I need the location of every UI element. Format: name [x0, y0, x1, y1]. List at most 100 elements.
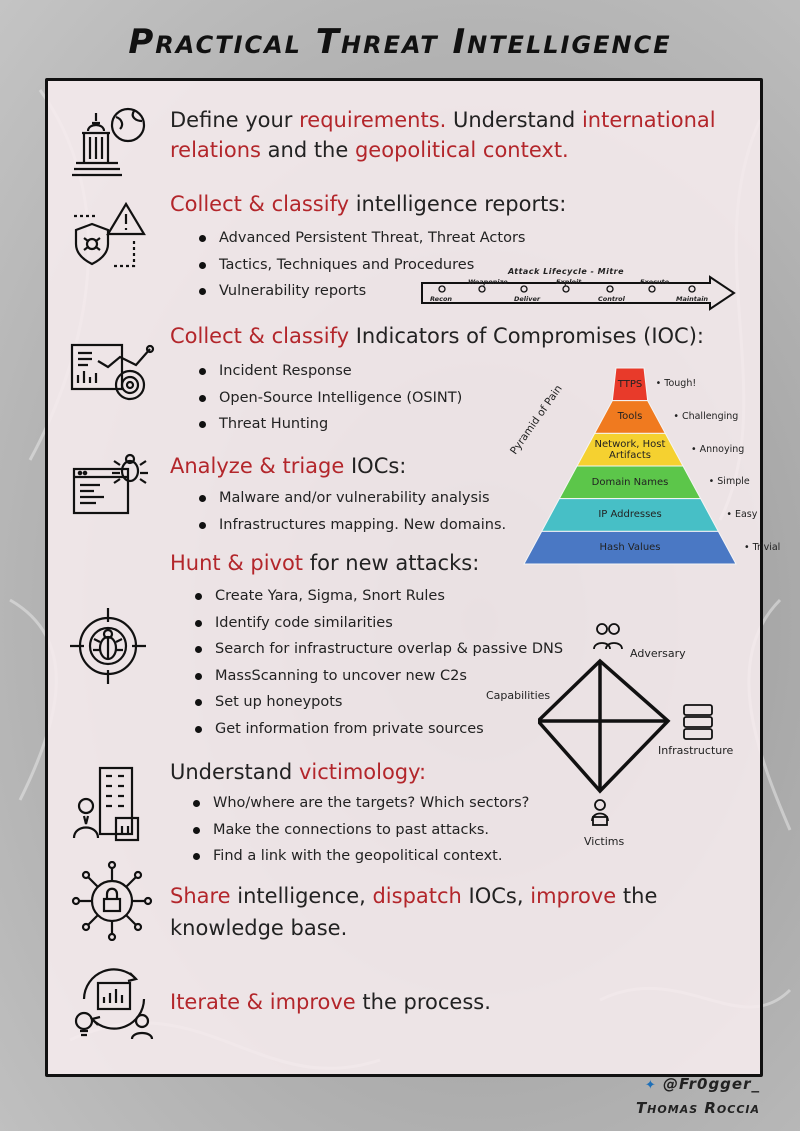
highlighted-text: Iterate & improve	[170, 990, 356, 1014]
stage-label: Weaponize	[468, 278, 508, 286]
diamond-axes	[538, 661, 668, 791]
stage-label: Recon	[430, 295, 453, 303]
bug-target-icon	[68, 606, 148, 686]
highlighted-text: victimology:	[298, 760, 427, 784]
list-item: Open-Source Intelligence (OSINT)	[193, 385, 462, 412]
victim-icon	[591, 799, 609, 826]
title-text: the process.	[355, 990, 491, 1014]
highlighted-text: Hunt & pivot	[170, 551, 304, 575]
analytics-dashboard-icon	[68, 339, 158, 409]
title-text: and the	[260, 138, 355, 162]
section-3-title: Collect & classify Indicators of Comprom…	[170, 321, 704, 351]
pain-level-label: • Challenging	[673, 411, 739, 422]
diamond-infrastructure-label: Infrastructure	[658, 744, 734, 757]
page-title: Practical Threat Intelligence	[128, 22, 672, 62]
highlighted-text: international	[581, 108, 716, 132]
shield-warning-icon	[70, 196, 150, 276]
pain-level-label: • Easy	[726, 509, 758, 520]
section-6-bullets: Who/where are the targets? Which sectors…	[187, 790, 529, 870]
title-text: Indicators of Compromises (IOC):	[349, 324, 704, 348]
list-item: Who/where are the targets? Which sectors…	[187, 790, 529, 817]
title-text: for new attacks:	[303, 551, 480, 575]
section-5-title: Hunt & pivot for new attacks:	[170, 548, 479, 578]
mitre-attack-lifecycle: Attack Lifecycle - Mitre Recon Weaponize…	[420, 267, 738, 317]
highlighted-text: Collect & classify	[170, 192, 350, 216]
highlighted-text: Share	[170, 884, 231, 908]
pyramid-level	[523, 530, 737, 565]
list-item: Incident Response	[193, 358, 462, 385]
list-item: Advanced Persistent Threat, Threat Actor…	[193, 225, 525, 252]
section-3-bullets: Incident Response Open-Source Intelligen…	[193, 358, 462, 438]
mitre-title: Attack Lifecycle - Mitre	[508, 267, 625, 276]
section-5-bullets: Create Yara, Sigma, Snort Rules Identify…	[189, 583, 563, 742]
lock-network-icon	[68, 861, 158, 941]
pain-level-label: • Simple	[708, 476, 750, 488]
pyramid-level-label: Hash Values	[599, 542, 661, 554]
title-text: intelligence,	[230, 884, 373, 908]
pyramid-level-label: Network, Host Artifacts	[594, 438, 666, 461]
title-text: Define your	[170, 108, 300, 132]
section-8-title: Iterate & improve the process.	[170, 987, 491, 1017]
pyramid-shape	[523, 367, 737, 565]
twitter-handle[interactable]: ✦ @Fr0gger_	[636, 1073, 760, 1097]
title-text: knowledge base.	[170, 916, 348, 940]
stage-label: Execute	[640, 278, 670, 286]
list-item: Set up honeypots	[189, 689, 563, 716]
highlighted-text: Collect & classify	[170, 324, 350, 348]
title-text: Understand	[170, 760, 299, 784]
highlighted-text: Analyze & triage	[170, 454, 345, 478]
title-text: IOCs:	[344, 454, 407, 478]
pyramid-level-label: TTPS	[617, 378, 643, 390]
pyramid-level-label: Domain Names	[591, 476, 669, 488]
list-item: Find a link with the geopolitical contex…	[187, 843, 529, 870]
list-item: Identify code similarities	[189, 610, 563, 637]
section-2-title: Collect & classify intelligence reports:	[170, 189, 566, 219]
pain-level-label: • Tough!	[655, 378, 697, 390]
title-text: the	[616, 884, 658, 908]
section-4-bullets: Malware and/or vulnerability analysis In…	[193, 485, 506, 538]
handle-text: @Fr0gger_	[663, 1075, 760, 1093]
list-item: Tactics, Techniques and Procedures	[193, 252, 525, 279]
office-worker-icon	[70, 764, 150, 849]
lifecycle-arrow	[421, 275, 736, 311]
highlighted-text: relations	[170, 138, 261, 162]
pain-level-label: • Trivial	[744, 541, 781, 553]
list-item: Search for infrastructure overlap & pass…	[189, 636, 563, 663]
list-item: MassScanning to uncover new C2s	[189, 663, 563, 690]
section-7-title-line-2: knowledge base.	[170, 913, 347, 943]
section-7-title-line-1: Share intelligence, dispatch IOCs, impro…	[170, 881, 657, 911]
content-panel: Define your requirements. Understand int…	[45, 78, 780, 1077]
list-item: Create Yara, Sigma, Snort Rules	[189, 583, 563, 610]
diamond-capabilities-label: Capabilities	[486, 689, 551, 702]
highlighted-text: dispatch	[372, 884, 462, 908]
author-name: Thomas Roccia	[635, 1099, 760, 1117]
title-text: Understand	[446, 108, 582, 132]
stage-label: Exploit	[556, 278, 582, 286]
laptop-bug-icon	[68, 451, 158, 526]
highlighted-text: improve	[530, 884, 617, 908]
section-4-title: Analyze & triage IOCs:	[170, 451, 406, 481]
list-item: Threat Hunting	[193, 411, 462, 438]
pyramid-of-pain: Pyramid of Pain TTPS• Tough!Tools• Chall…	[506, 366, 800, 566]
highlighted-text: geopolitical context.	[354, 138, 569, 162]
section-6-title: Understand victimology:	[170, 757, 426, 787]
list-item: Vulnerability reports	[193, 278, 525, 305]
stage-label: Control	[598, 295, 625, 303]
adversary-icon	[593, 623, 623, 650]
diamond-adversary-label: Adversary	[630, 647, 686, 660]
section-1-title-line-2: relations and the geopolitical context.	[170, 135, 569, 165]
list-item: Malware and/or vulnerability analysis	[193, 485, 506, 512]
capitol-globe-icon	[68, 103, 158, 183]
diamond-outline	[538, 658, 671, 794]
stage-label: Maintain	[676, 295, 709, 303]
server-icon	[683, 704, 713, 740]
twitter-bird-icon: ✦	[644, 1078, 657, 1093]
pyramid-level-label: IP Addresses	[598, 509, 662, 521]
pyramid-level-label: Tools	[617, 411, 643, 423]
list-item: Infrastructures mapping. New domains.	[193, 512, 506, 539]
footer: ✦ @Fr0gger_ Thomas Roccia	[636, 1073, 760, 1119]
pain-level-label: • Annoying	[691, 443, 745, 455]
title-text: intelligence reports:	[349, 192, 567, 216]
highlighted-text: requirements.	[299, 108, 447, 132]
iterate-cycle-icon	[70, 959, 160, 1044]
